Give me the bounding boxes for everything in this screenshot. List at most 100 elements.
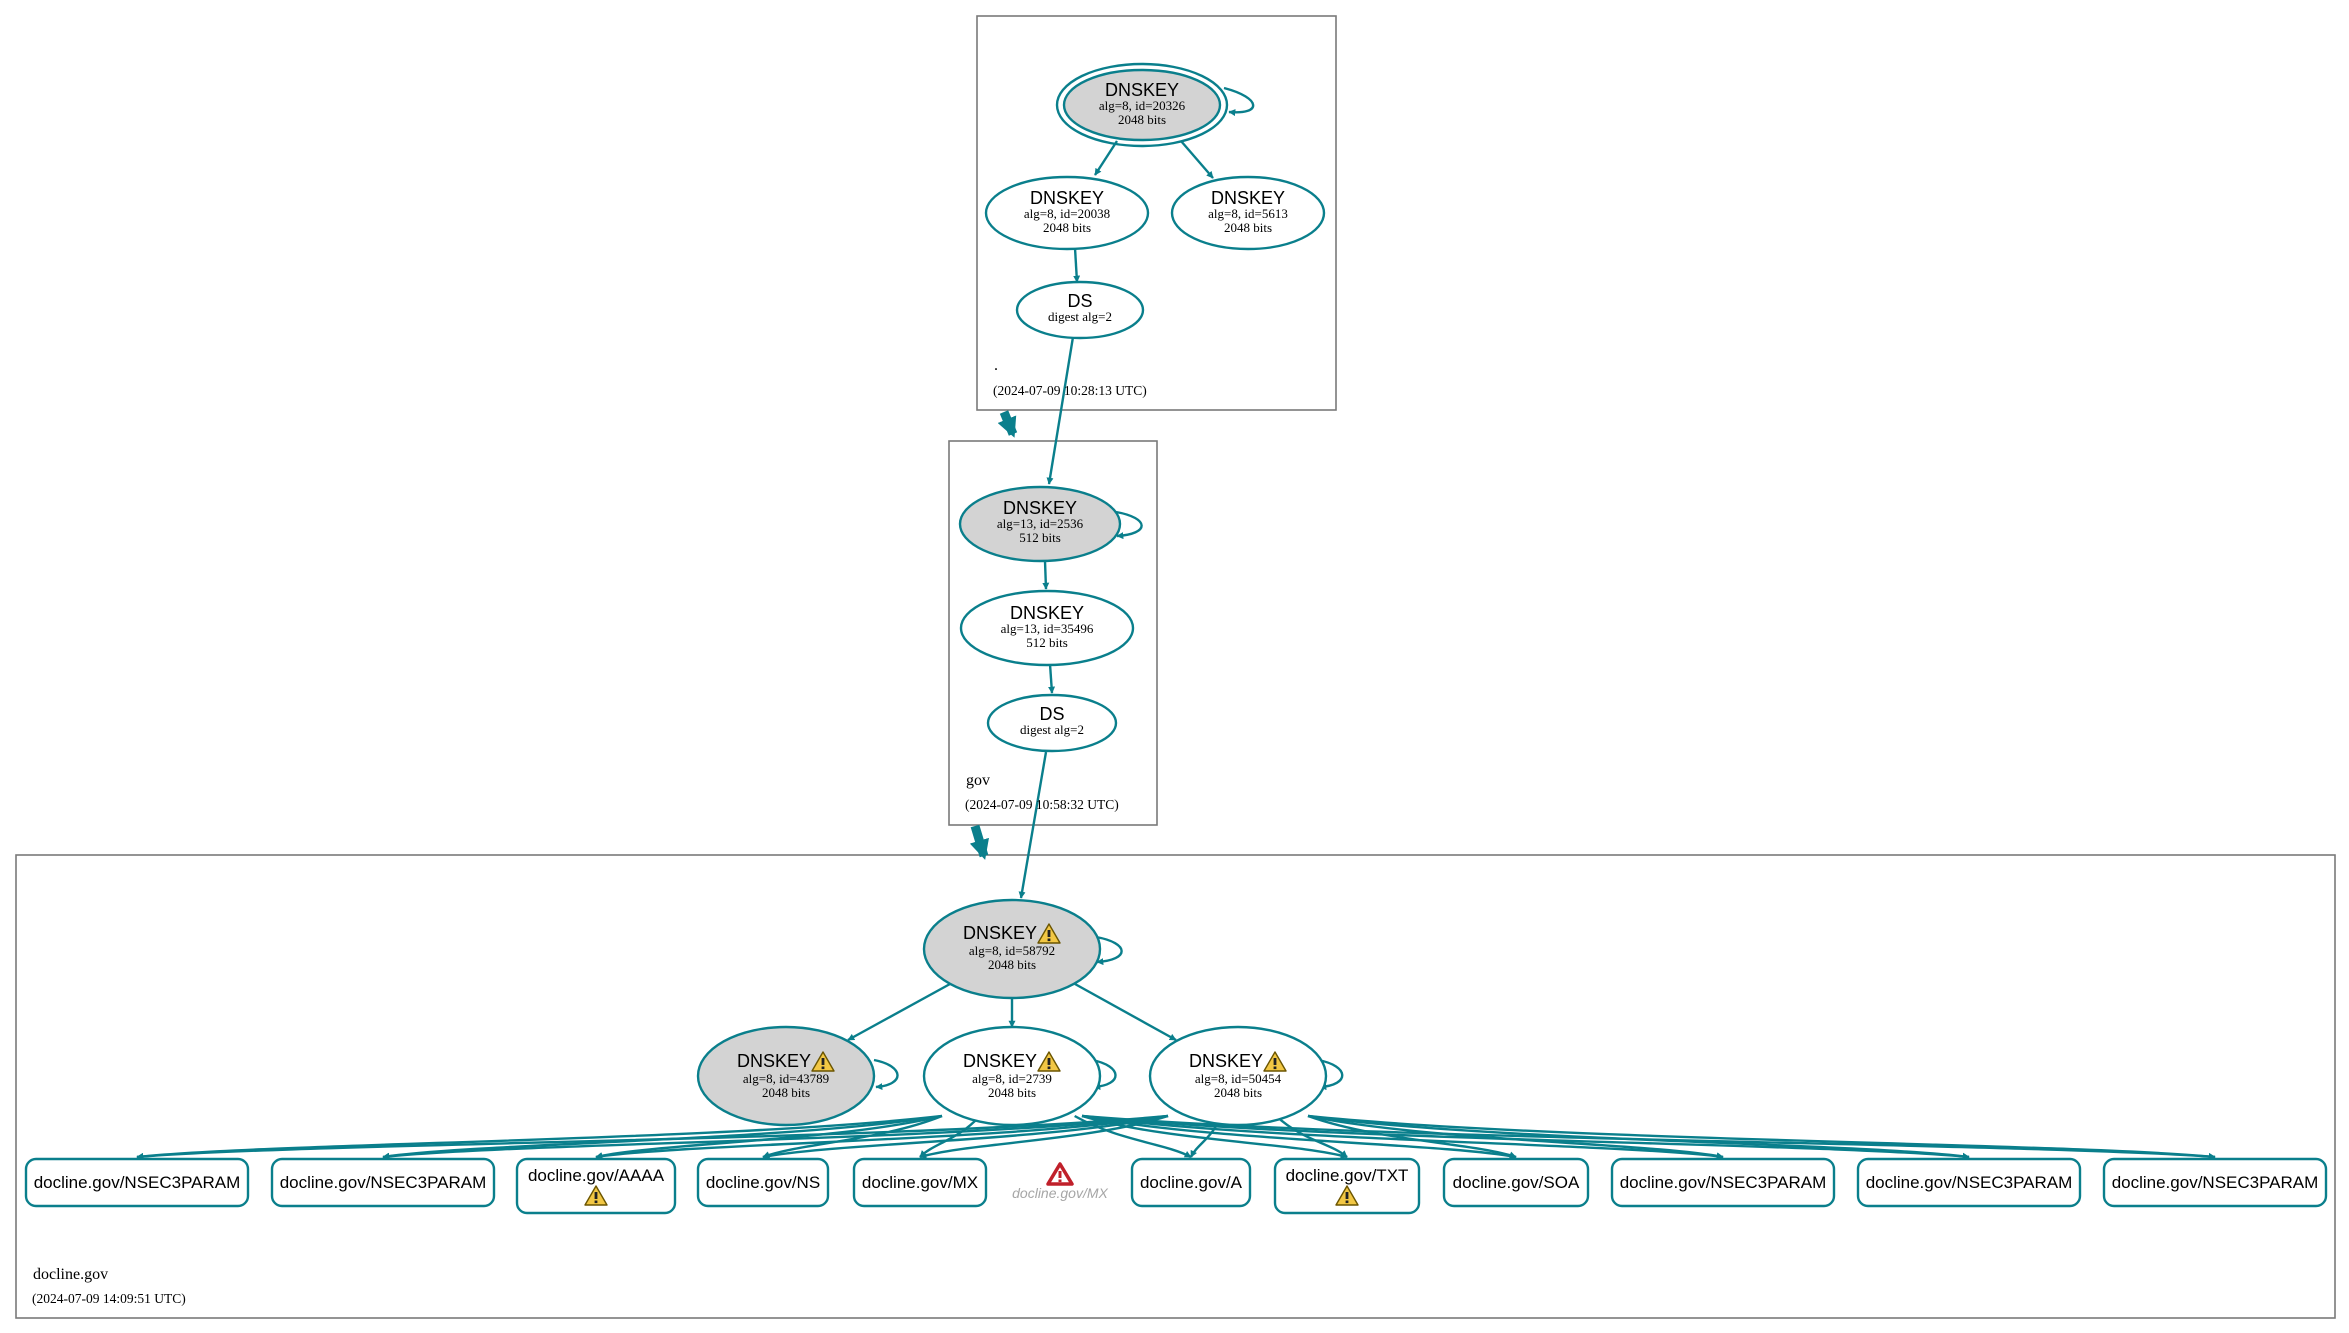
signature-edge <box>136 1114 1169 1160</box>
root-zsk2-node[interactable]: DNSKEY alg=8, id=5613 2048 bits <box>1170 175 1326 251</box>
docline-ksk-node[interactable]: DNSKEY alg=8, id=58792 2048 bits <box>922 898 1102 1000</box>
rrset-node[interactable]: docline.gov/NSEC3PARAM <box>1610 1157 1836 1208</box>
rrset-node[interactable]: docline.gov/NS <box>696 1157 830 1208</box>
gov-ksk-bits: 512 bits <box>1019 530 1061 545</box>
rrset-signature-edges <box>136 1114 2216 1161</box>
docline-k2-node[interactable]: DNSKEY alg=8, id=2739 2048 bits <box>922 1025 1102 1127</box>
rrset-label: docline.gov/TXT <box>1286 1166 1409 1185</box>
docline-ksk-alg: alg=8, id=58792 <box>969 943 1055 958</box>
root-ds-node[interactable]: DS digest alg=2 <box>1015 280 1145 340</box>
root-zsk2-bits: 2048 bits <box>1224 220 1272 235</box>
edge-self-k2 <box>1091 1058 1117 1091</box>
edge-self-docline-ksk <box>1095 935 1123 966</box>
docline-k1-bits: 2048 bits <box>762 1085 810 1100</box>
signature-edge <box>595 1114 943 1160</box>
edge-gov-ksk-zsk <box>1042 560 1050 590</box>
edge-docline-ksk-k3 <box>1074 982 1177 1042</box>
rrset-box <box>696 1157 830 1208</box>
gov-ksk-title: DNSKEY <box>1003 498 1077 518</box>
docline-k3-title: DNSKEY <box>1189 1051 1263 1071</box>
root-zone-timestamp: (2024-07-09 10:28:13 UTC) <box>993 383 1147 398</box>
docline-zone-name: docline.gov <box>33 1266 108 1283</box>
error-icon <box>1046 1162 1074 1186</box>
root-zone-name: . <box>994 357 998 374</box>
rrset-box <box>1130 1157 1252 1208</box>
rrset-node[interactable]: docline.gov/TXT <box>1273 1157 1421 1215</box>
edge-self-k3 <box>1317 1058 1344 1091</box>
signature-edge <box>762 1114 943 1159</box>
zone-box-gov <box>948 440 1158 826</box>
rrset-node[interactable]: docline.gov/AAAA <box>515 1157 677 1215</box>
rrset-box <box>852 1157 988 1208</box>
rrset-box <box>1442 1157 1590 1208</box>
signature-edge <box>1081 1114 1348 1159</box>
rrset-label: docline.gov/NSEC3PARAM <box>1866 1173 2073 1192</box>
root-zsk1-bits: 2048 bits <box>1043 220 1091 235</box>
rrset-node[interactable]: docline.gov/NSEC3PARAM <box>24 1157 250 1208</box>
rrset-box <box>1610 1157 1836 1208</box>
gov-zone-timestamp: (2024-07-09 10:58:32 UTC) <box>965 797 1119 812</box>
root-ksk-node[interactable]: DNSKEY alg=8, id=20326 2048 bits <box>1055 62 1229 148</box>
signature-edge <box>1081 1114 1517 1160</box>
docline-ksk-bits: 2048 bits <box>988 957 1036 972</box>
zone-box-docline <box>15 854 2336 1319</box>
rrset-box <box>1856 1157 2082 1208</box>
edge-gov-zsk-ds <box>1048 663 1056 694</box>
docline-k2-bits: 2048 bits <box>988 1085 1036 1100</box>
missing-mx-node[interactable]: docline.gov/MX <box>1012 1162 1109 1201</box>
gov-ds-digest: digest alg=2 <box>1020 722 1084 737</box>
rrset-node[interactable]: docline.gov/NSEC3PARAM <box>2102 1157 2328 1208</box>
gov-zsk-node[interactable]: DNSKEY alg=13, id=35496 512 bits <box>959 589 1135 667</box>
root-zsk1-node[interactable]: DNSKEY alg=8, id=20038 2048 bits <box>984 175 1150 251</box>
rrset-label: docline.gov/A <box>1140 1173 1243 1192</box>
root-ds-title: DS <box>1067 291 1092 311</box>
rrset-nodes: docline.gov/NSEC3PARAM docline.gov/NSEC3P… <box>24 1157 2328 1215</box>
rrset-label: docline.gov/NSEC3PARAM <box>34 1173 241 1192</box>
signature-edge <box>1081 1114 1724 1160</box>
root-zsk1-alg: alg=8, id=20038 <box>1024 206 1110 221</box>
docline-k1-title: DNSKEY <box>737 1051 811 1071</box>
rrset-node[interactable]: docline.gov/A <box>1130 1157 1252 1208</box>
rrset-label: docline.gov/SOA <box>1453 1173 1580 1192</box>
docline-k3-bits: 2048 bits <box>1214 1085 1262 1100</box>
delegation-arrow-root-gov <box>997 410 1018 438</box>
docline-k1-node[interactable]: DNSKEY alg=8, id=43789 2048 bits <box>696 1025 876 1127</box>
signature-edge <box>1081 1114 1970 1160</box>
rrset-node[interactable]: docline.gov/MX <box>852 1157 988 1208</box>
zone-box-root <box>976 15 1337 411</box>
rrset-label: docline.gov/AAAA <box>528 1166 665 1185</box>
docline-zone-timestamp: (2024-07-09 14:09:51 UTC) <box>32 1291 186 1306</box>
docline-k3-node[interactable]: DNSKEY alg=8, id=50454 2048 bits <box>1148 1025 1328 1127</box>
signature-edge <box>1074 1114 1192 1159</box>
gov-ksk-node[interactable]: DNSKEY alg=13, id=2536 512 bits <box>958 485 1122 563</box>
edge-root-ds-gov-ksk <box>1046 336 1075 485</box>
gov-zsk-title: DNSKEY <box>1010 603 1084 623</box>
docline-k1-alg: alg=8, id=43789 <box>743 1071 829 1086</box>
rrset-node[interactable]: docline.gov/SOA <box>1442 1157 1590 1208</box>
rrset-label: docline.gov/NS <box>706 1173 820 1192</box>
rrset-box <box>2102 1157 2328 1208</box>
edge-gov-ds-docline-ksk <box>1018 751 1048 899</box>
rrset-node[interactable]: docline.gov/NSEC3PARAM <box>270 1157 496 1208</box>
docline-k2-alg: alg=8, id=2739 <box>972 1071 1052 1086</box>
rrset-label: docline.gov/NSEC3PARAM <box>1620 1173 1827 1192</box>
rrset-label: docline.gov/NSEC3PARAM <box>2112 1173 2319 1192</box>
edge-root-zsk1-ds <box>1073 247 1081 283</box>
root-zsk2-alg: alg=8, id=5613 <box>1208 206 1288 221</box>
root-ksk-title: DNSKEY <box>1105 80 1179 100</box>
gov-ds-node[interactable]: DS digest alg=2 <box>986 693 1118 753</box>
root-zsk1-title: DNSKEY <box>1030 188 1104 208</box>
rrset-node[interactable]: docline.gov/NSEC3PARAM <box>1856 1157 2082 1208</box>
root-ksk-alg: alg=8, id=20326 <box>1099 98 1186 113</box>
edge-root-ksk-zsk2 <box>1180 140 1214 179</box>
rrset-label: docline.gov/NSEC3PARAM <box>280 1173 487 1192</box>
edge-self-gov-ksk <box>1115 510 1143 540</box>
docline-k2-title: DNSKEY <box>963 1051 1037 1071</box>
gov-zsk-bits: 512 bits <box>1026 635 1068 650</box>
edge-self-k1 <box>873 1058 899 1091</box>
gov-zone-name: gov <box>966 772 990 789</box>
rrset-label: docline.gov/MX <box>862 1173 978 1192</box>
root-ds-digest: digest alg=2 <box>1048 309 1112 324</box>
signature-edge <box>1307 1114 2216 1160</box>
